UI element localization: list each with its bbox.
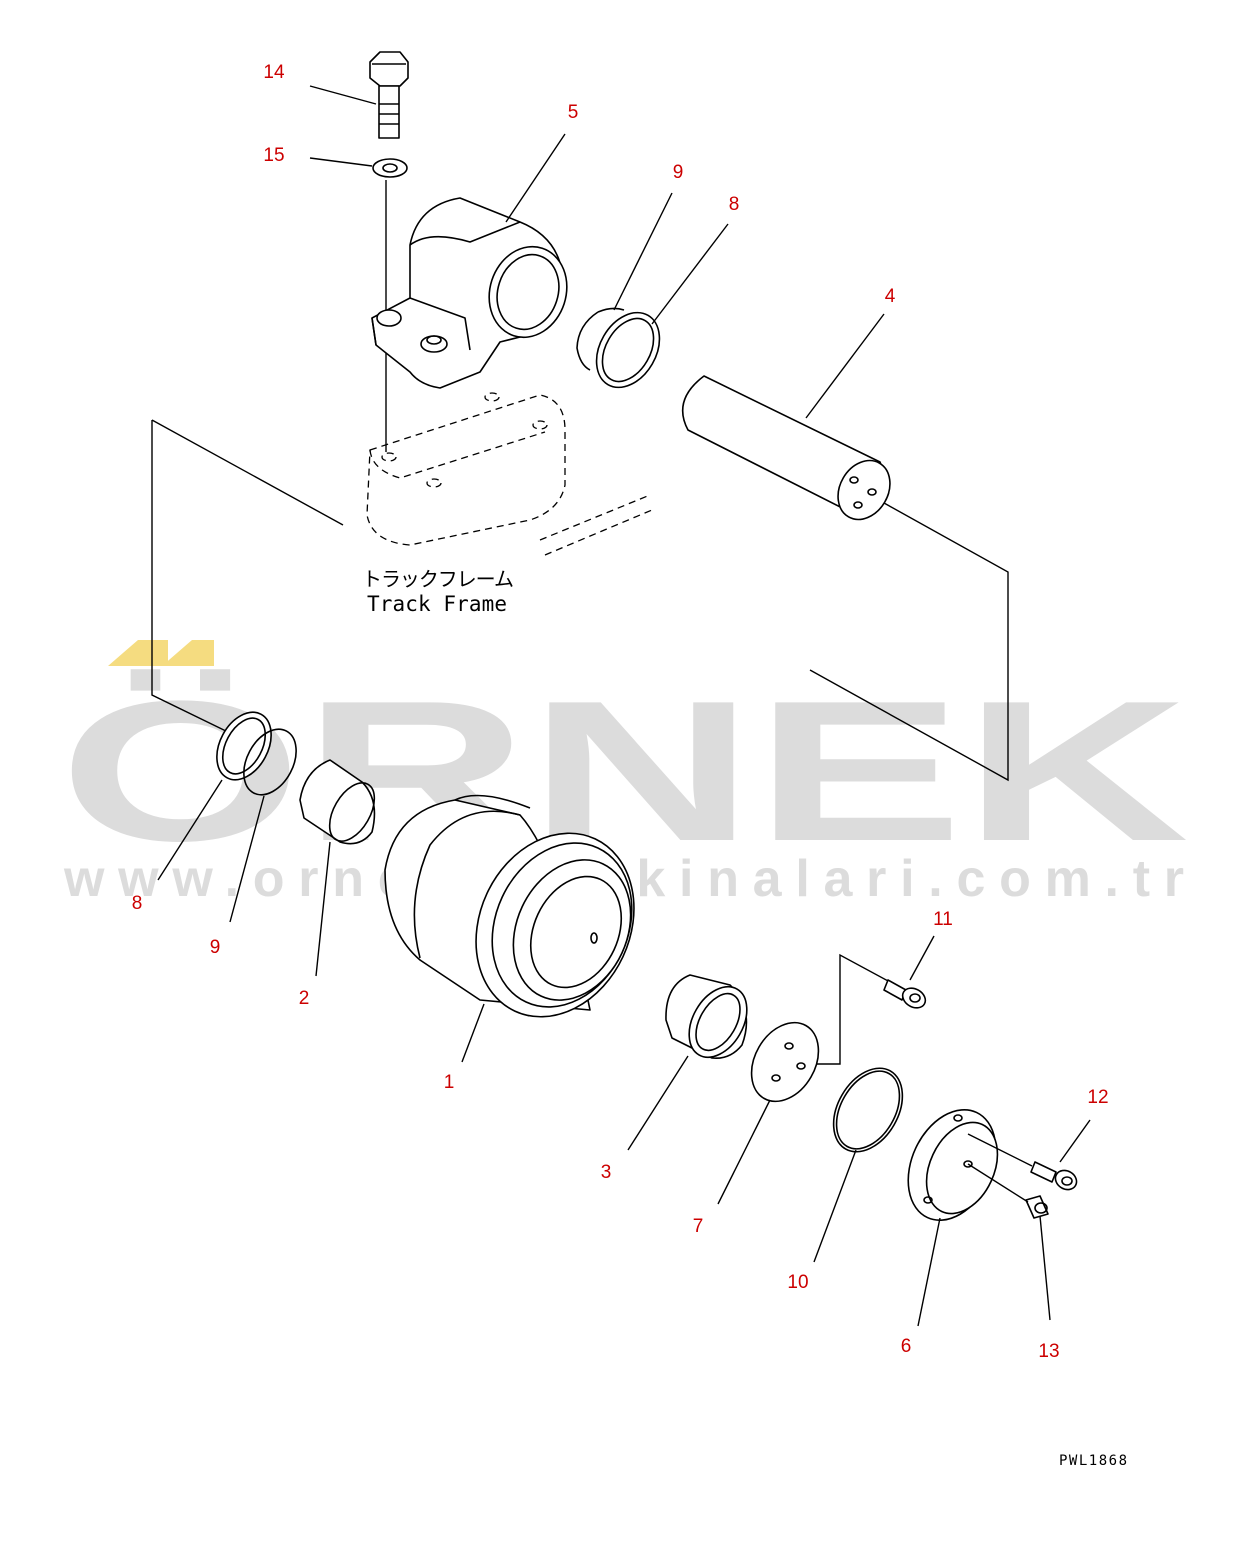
part-4-shaft [681,375,891,521]
callout-2: 2 [299,988,310,1009]
callout-12: 12 [1087,1087,1108,1108]
watermark-accent-left [108,640,168,666]
part-6-cover [907,1108,999,1222]
part-5-bracket [371,197,568,389]
part-15-washer [372,158,408,178]
track-frame-label-jp: トラックフレーム [362,567,514,591]
track-frame-label-en: Track Frame [367,592,507,616]
part-10-o-ring [832,1067,904,1153]
callout-13: 13 [1038,1341,1059,1362]
callout-10: 10 [787,1272,808,1293]
callout-9-top: 9 [673,162,684,183]
callout-9-bottom: 9 [210,937,221,958]
part-13-plug [967,1163,1049,1219]
part-2-bushing [299,759,376,845]
part-7-plate [750,1021,820,1103]
callout-7: 7 [693,1216,704,1237]
callout-4: 4 [885,286,896,307]
callout-1: 1 [444,1072,455,1093]
part-8-seal-bottom [216,711,272,781]
callout-15: 15 [263,145,284,166]
part-1-roller [384,794,635,1018]
assembly-lines [151,419,1009,1065]
drawing-code: PWL1868 [1059,1453,1127,1469]
callout-11: 11 [933,909,953,930]
part-8-seal-top [595,311,661,389]
track-frame-outline [366,392,653,556]
callout-6: 6 [901,1336,912,1357]
callout-labels: 14 15 5 9 8 4 8 9 2 1 11 3 7 10 12 6 13 [132,62,1109,1362]
callout-5: 5 [568,102,579,123]
callout-8-bottom: 8 [132,893,143,914]
callout-leaders [157,85,1091,1327]
part-3-collar [665,974,748,1060]
callout-14: 14 [263,62,285,83]
part-12-bolt [967,1133,1078,1191]
part-9-ring-top [576,307,625,371]
part-14-bolt [369,51,409,139]
callout-3: 3 [601,1162,612,1183]
part-11-screw [883,979,927,1009]
part-9-ring-bottom [243,728,297,796]
watermark-accent-right [162,640,214,666]
callout-8-top: 8 [729,194,740,215]
